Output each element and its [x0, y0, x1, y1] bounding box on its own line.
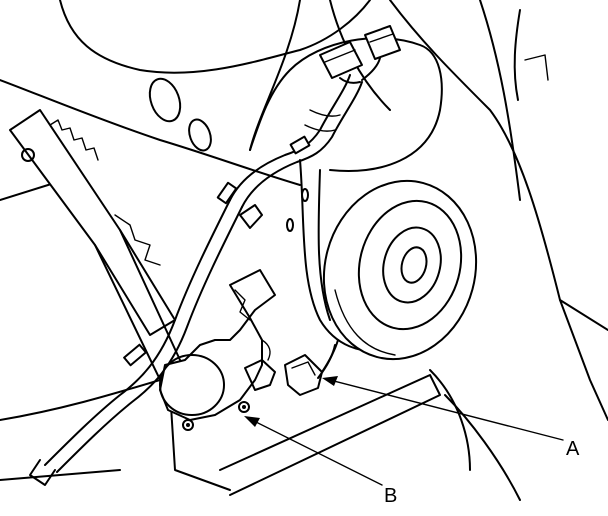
- top-connectors: [319, 25, 401, 84]
- callout-a-leader: [329, 379, 564, 441]
- motor-connector-plug: [284, 339, 339, 396]
- shell-hole: [286, 218, 294, 232]
- window-motor: [159, 269, 276, 431]
- shell-hole: [301, 188, 309, 202]
- callout-a-label: A: [566, 438, 580, 460]
- access-hole: [188, 118, 212, 152]
- callout-a: A: [322, 376, 580, 460]
- mounting-bolt: [238, 401, 250, 413]
- callout-b-arrowhead: [244, 416, 260, 427]
- harness-clip: [123, 343, 147, 367]
- motor-connector-socket: [244, 359, 276, 391]
- wire-harness: [29, 74, 363, 486]
- harness-clip: [289, 135, 311, 155]
- callout-b: B: [244, 416, 397, 507]
- harness-clip: [216, 181, 238, 205]
- callout-b-label: B: [384, 485, 397, 507]
- callout-a-arrowhead: [322, 376, 338, 386]
- panel-bracket: [239, 204, 263, 229]
- mounting-bolt: [182, 419, 194, 431]
- window-regulator-rail: [9, 109, 181, 391]
- door-frame: [0, 0, 608, 501]
- callout-b-leader: [251, 419, 383, 486]
- access-hole: [148, 77, 182, 123]
- speaker: [322, 179, 478, 361]
